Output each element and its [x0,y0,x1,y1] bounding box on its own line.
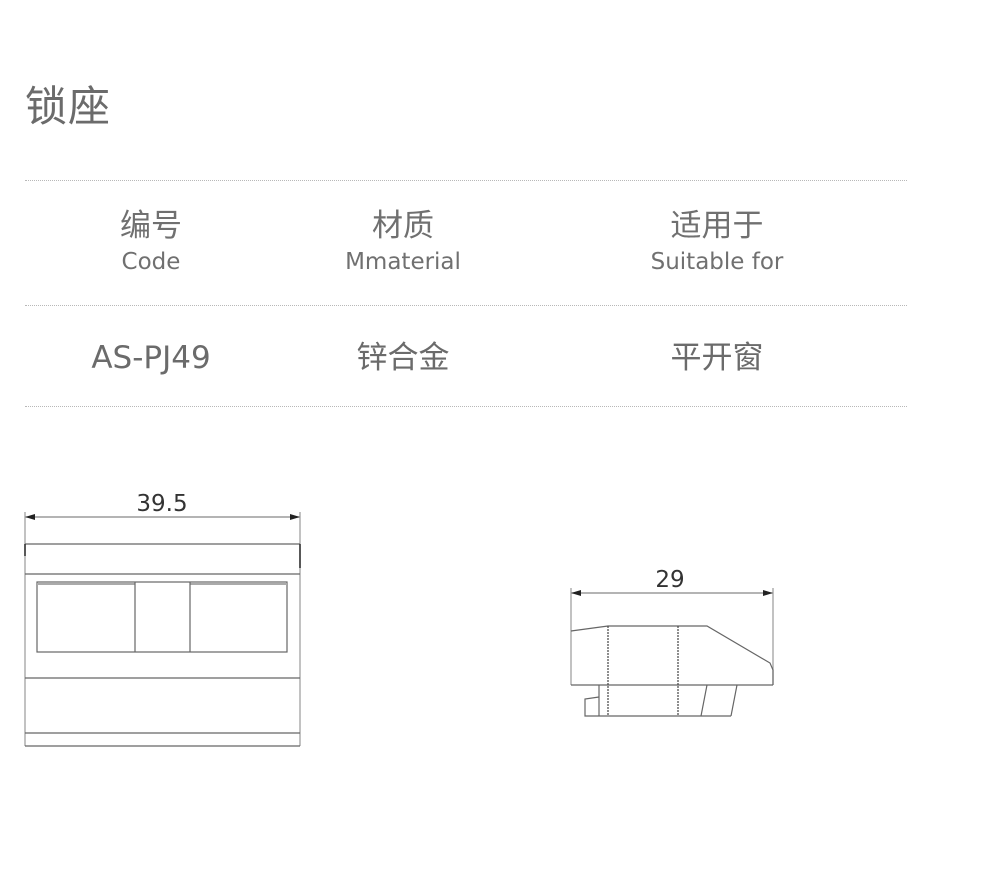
value-code: AS-PJ49 [91,340,211,376]
value-material: 锌合金 [356,340,450,376]
side-view-drawing [570,588,774,717]
divider-bottom [25,406,907,407]
header-suitable-for-en: Suitable for [650,249,784,275]
header-code-en: Code [121,249,181,275]
page-title: 锁座 [25,82,112,131]
header-code: 编号 Code [120,208,182,276]
header-material-zh: 材质 [372,208,434,244]
header-code-zh: 编号 [120,208,182,244]
dimension-label-side: 29 [655,567,684,593]
divider-middle [25,305,907,306]
dimension-label-front: 39.5 [136,491,187,517]
divider-top [25,180,907,181]
header-material: 材质 Mmaterial [345,208,461,276]
header-suitable-for: 适用于 Suitable for [651,208,784,276]
value-suitable-for: 平开窗 [670,340,764,376]
front-view-drawing [24,512,301,747]
header-suitable-for-zh: 适用于 [670,208,764,244]
header-material-en: Mmaterial [345,249,461,275]
